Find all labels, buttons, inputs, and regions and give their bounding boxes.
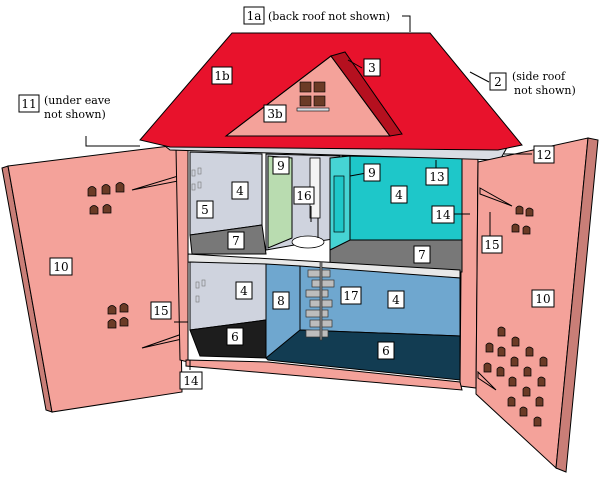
- svg-text:12: 12: [536, 148, 551, 162]
- svg-text:5: 5: [201, 203, 209, 217]
- roof: [139, 32, 523, 161]
- label-7-upper-left: 7: [227, 231, 245, 250]
- label-9-right: 9: [363, 163, 381, 182]
- svg-text:9: 9: [277, 159, 285, 173]
- note-back-roof: (back roof not shown): [268, 10, 390, 23]
- note-under-eave-2: not shown): [44, 108, 106, 121]
- right-side-wall: [459, 153, 479, 389]
- label-16: 16: [293, 186, 315, 205]
- toilet: [291, 157, 325, 249]
- lower-left-wall-windows: [195, 279, 206, 303]
- attic-window: [296, 81, 330, 112]
- label-6-left: 6: [226, 327, 244, 346]
- svg-text:14: 14: [435, 208, 451, 222]
- right-door-windows-upper: [511, 205, 534, 235]
- label-12: 12: [533, 145, 555, 164]
- label-4-upper-left: 4: [231, 181, 249, 200]
- svg-text:16: 16: [296, 189, 311, 203]
- svg-text:10: 10: [53, 260, 68, 274]
- label-6-right: 6: [377, 341, 395, 360]
- note-side-roof-1: (side roof: [512, 70, 566, 83]
- label-9-bathroom: 9: [272, 156, 290, 175]
- right-door-windows-lower: [483, 326, 548, 427]
- upper-left-wall: [189, 151, 263, 236]
- left-door-panel: [7, 144, 183, 413]
- label-3b: 3b: [263, 104, 287, 123]
- svg-text:9: 9: [368, 166, 376, 180]
- label-8: 8: [272, 291, 290, 310]
- label-4-upper-right: 4: [390, 185, 408, 204]
- label-4-lower-left: 4: [235, 281, 253, 300]
- svg-text:3: 3: [368, 61, 376, 75]
- label-10-left: 10: [49, 257, 73, 276]
- svg-text:1b: 1b: [214, 69, 230, 83]
- left-door-windows-upper: [87, 182, 125, 215]
- svg-text:4: 4: [392, 293, 400, 307]
- note-side-roof-2: not shown): [514, 84, 576, 97]
- svg-text:7: 7: [232, 234, 240, 248]
- label-7-upper-right: 7: [413, 245, 431, 264]
- upper-right-door: [333, 175, 345, 233]
- right-door-edge: [555, 137, 599, 473]
- label-13: 13: [425, 167, 449, 186]
- svg-text:4: 4: [240, 284, 248, 298]
- note-under-eave-1: (under eave: [44, 94, 111, 107]
- spiral-staircase: [305, 261, 335, 341]
- label-17: 17: [340, 286, 362, 305]
- label-1a: 1a: [243, 6, 265, 25]
- lower-right-floor: [265, 329, 461, 381]
- svg-text:7: 7: [418, 248, 426, 262]
- label-11: 11: [18, 94, 40, 113]
- label-3: 3: [363, 58, 381, 77]
- svg-text:8: 8: [277, 294, 285, 308]
- svg-text:2: 2: [494, 75, 502, 89]
- svg-text:4: 4: [395, 188, 403, 202]
- upper-left-wall-windows: [191, 167, 202, 191]
- label-15-left: 15: [150, 301, 172, 320]
- svg-text:15: 15: [153, 304, 168, 318]
- left-door: [1, 144, 183, 413]
- house-base: [185, 359, 463, 391]
- right-door-bracket-lower: [477, 370, 497, 391]
- gable-ridge: [330, 51, 403, 137]
- svg-text:11: 11: [21, 97, 36, 111]
- label-10-right: 10: [531, 289, 555, 308]
- svg-text:14: 14: [183, 374, 199, 388]
- svg-text:1a: 1a: [247, 9, 262, 23]
- label-4-lower-right: 4: [387, 290, 405, 309]
- toilet-bowl: [291, 235, 325, 249]
- svg-text:15: 15: [484, 238, 499, 252]
- svg-text:3b: 3b: [267, 107, 283, 121]
- label-15-right: 15: [481, 235, 503, 254]
- svg-text:10: 10: [535, 292, 550, 306]
- lower-left-wall: [189, 261, 267, 331]
- left-door-windows-lower: [107, 303, 129, 329]
- svg-text:6: 6: [382, 344, 390, 358]
- label-1b: 1b: [211, 66, 233, 85]
- right-door-bracket-upper: [479, 187, 513, 207]
- label-14-upper: 14: [431, 205, 455, 224]
- svg-text:4: 4: [236, 184, 244, 198]
- label-2: 2: [489, 72, 507, 91]
- leader-lines: [85, 15, 532, 370]
- svg-text:6: 6: [231, 330, 239, 344]
- label-5: 5: [196, 200, 214, 219]
- svg-text:13: 13: [429, 170, 444, 184]
- svg-text:17: 17: [343, 289, 358, 303]
- label-14-lower: 14: [179, 371, 203, 390]
